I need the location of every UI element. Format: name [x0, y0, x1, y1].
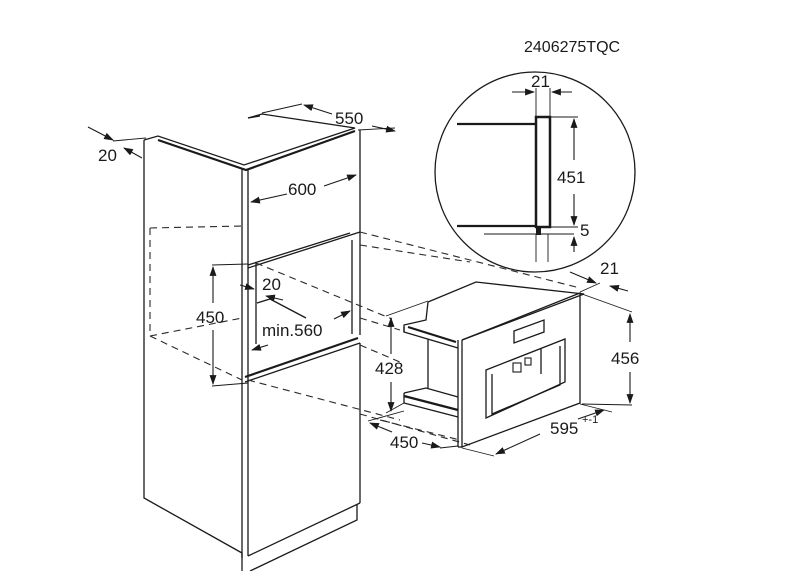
dim-depth: 550	[335, 109, 363, 128]
dim-width: 600	[288, 180, 316, 199]
dim-frame-height: 451	[557, 168, 585, 187]
tall-cabinet	[143, 113, 361, 571]
dim-width-tolerance: +-1	[582, 414, 598, 426]
coffee-machine	[403, 281, 585, 448]
appliance-dimensions: 21 456 428 450 595 +-1	[367, 259, 639, 457]
dim-niche-height: 450	[196, 308, 224, 327]
dim-width: 595	[550, 419, 578, 438]
cabinet-dimensions: 20 550 600 450 20 min.560	[87, 103, 396, 387]
model-code: 2406275TQC	[524, 39, 620, 56]
dim-side-offset: 20	[98, 146, 117, 165]
dim-niche-min-width: min.560	[262, 321, 322, 340]
dim-frame-thickness: 21	[531, 72, 550, 91]
niche-projection	[149, 225, 581, 446]
dim-niche-inner-offset: 20	[262, 275, 281, 294]
dim-body-height: 428	[375, 359, 403, 378]
dim-front-height: 456	[611, 349, 639, 368]
detail-circle: 21 451 5	[434, 71, 636, 273]
dim-front-depth: 21	[600, 259, 619, 278]
dim-body-depth: 450	[390, 433, 418, 452]
dim-bottom-gap: 5	[580, 221, 589, 240]
